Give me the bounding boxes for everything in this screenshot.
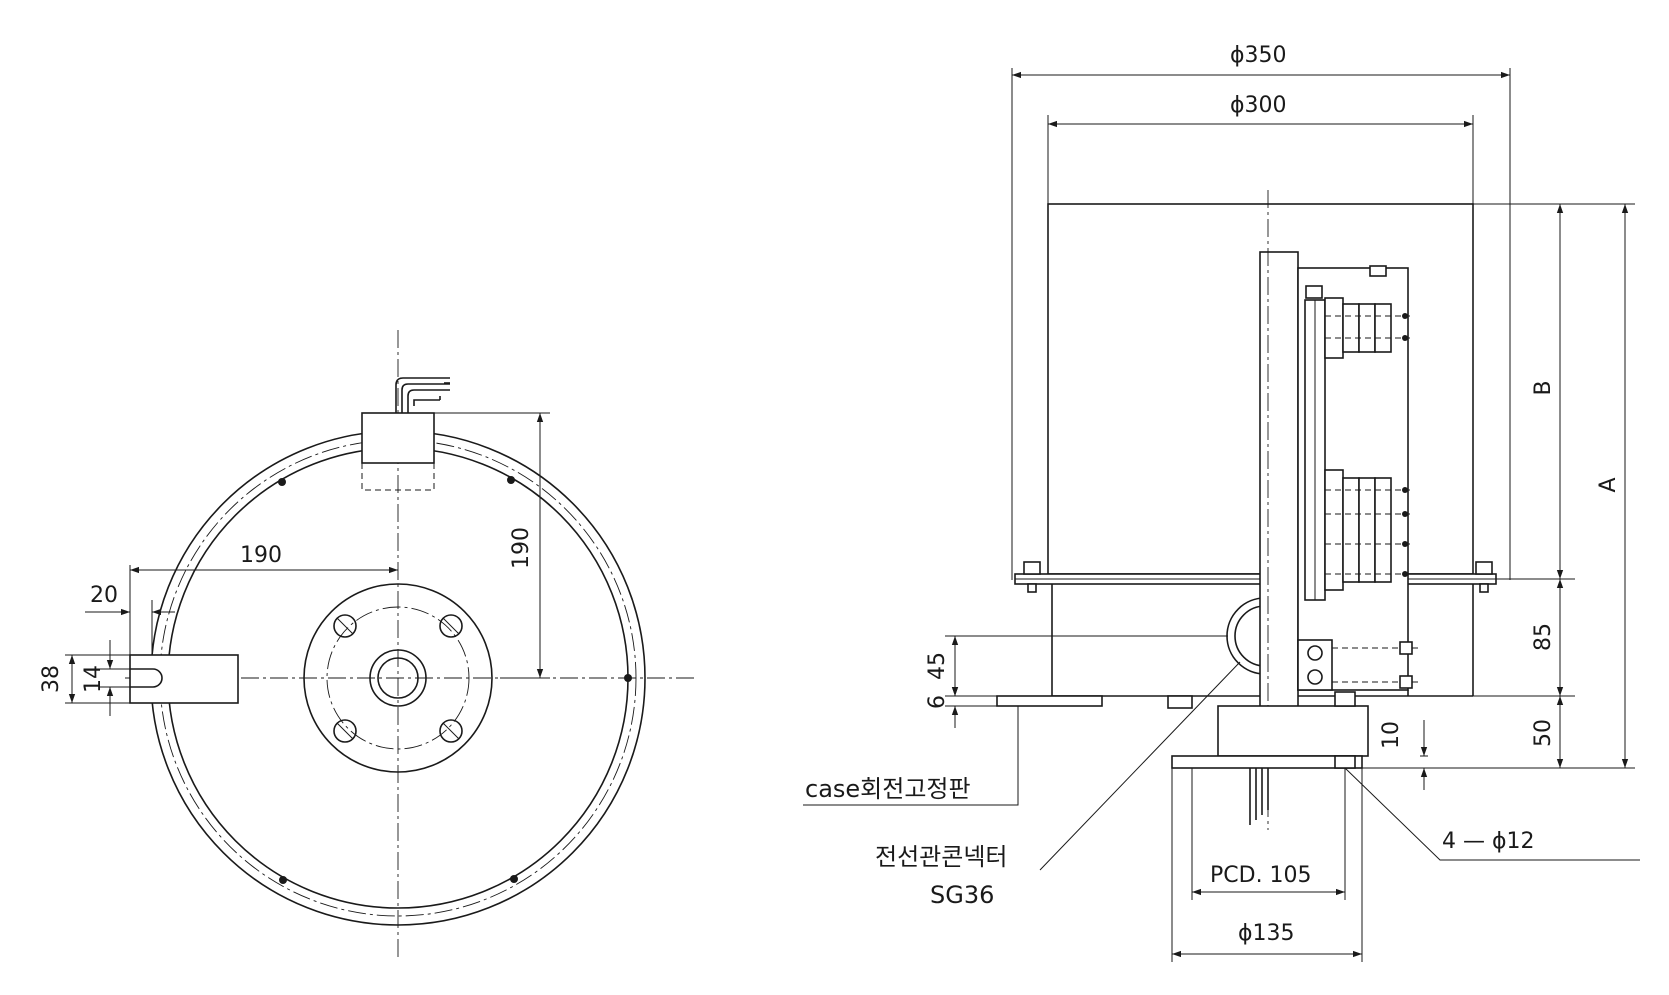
dim-14: 14 — [81, 665, 106, 693]
case-rotation-plate — [996, 695, 1103, 707]
dim-pcd: PCD. 105 — [1210, 863, 1312, 888]
label-holes: 4 — ϕ12 — [1442, 829, 1535, 854]
front-view: 190 190 20 38 14 — [39, 330, 695, 960]
dim-10: 10 — [1379, 721, 1404, 749]
dim-B: B — [1531, 380, 1556, 395]
dim-190-vertical: 190 — [509, 527, 534, 569]
dim-phi300: ϕ300 — [1230, 93, 1287, 118]
dim-85: 85 — [1531, 623, 1556, 651]
dim-20: 20 — [90, 583, 118, 608]
tab-slot — [130, 668, 163, 688]
dim-A: A — [1596, 477, 1621, 492]
shaft-inner — [377, 657, 419, 699]
dim-phi350: ϕ350 — [1230, 43, 1287, 68]
shaft-outer — [369, 649, 427, 707]
dim-45: 45 — [925, 652, 950, 680]
label-sg36: SG36 — [930, 881, 994, 909]
side-view: ϕ350 ϕ300 — [803, 43, 1640, 962]
base-bolts — [1167, 691, 1356, 769]
cable-bend — [395, 377, 450, 413]
dim-38: 38 — [39, 665, 64, 693]
cables — [1249, 768, 1269, 825]
dim-50: 50 — [1531, 719, 1556, 747]
dim-phi135: ϕ135 — [1238, 921, 1295, 946]
ring-bolts — [278, 476, 632, 884]
dim-190-horizontal: 190 — [240, 543, 282, 568]
flange-bolts — [1023, 561, 1493, 593]
bearing-block — [1297, 639, 1420, 691]
base-plate — [1171, 755, 1363, 769]
center-post — [1259, 251, 1299, 763]
dim-6: 6 — [925, 695, 950, 709]
label-conduit-connector: 전선관콘넥터 — [875, 843, 1007, 871]
label-case-plate: case회전고정판 — [805, 775, 971, 803]
hub-bolt-holes — [333, 614, 463, 743]
terminal-blocks-lower — [1324, 469, 1410, 591]
hub-flange — [303, 583, 493, 773]
terminal-blocks-upper — [1324, 297, 1410, 359]
